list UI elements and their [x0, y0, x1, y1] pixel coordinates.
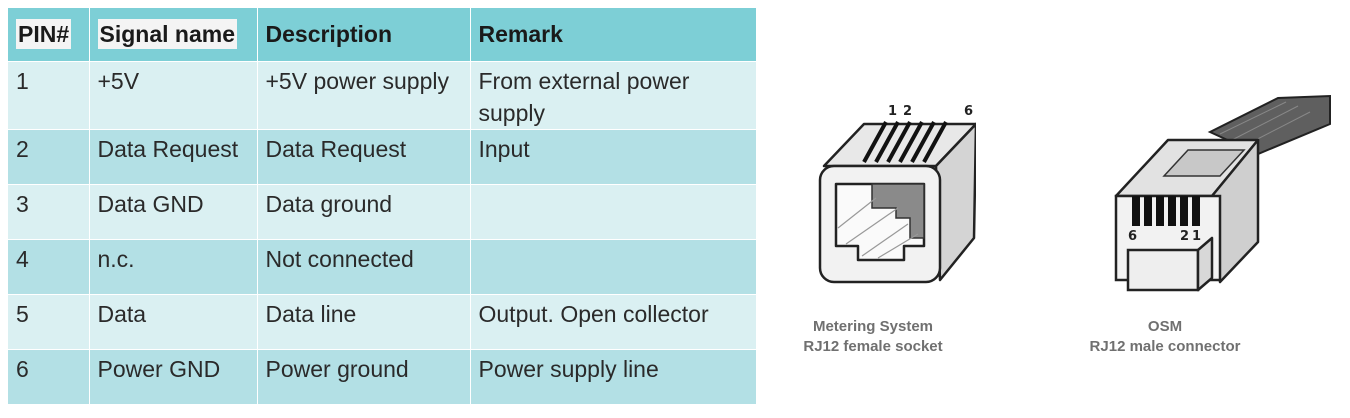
- cell-signal-name: Data: [89, 294, 258, 350]
- cell-description: Data line: [257, 294, 471, 350]
- cell-pin: 3: [8, 184, 90, 240]
- cell-signal-name: Data GND: [89, 184, 258, 240]
- header-pin: PIN#: [8, 8, 90, 62]
- table-row: 1 +5V +5V power supply From external pow…: [8, 61, 756, 130]
- header-signal-name: Signal name: [89, 8, 258, 62]
- female-pin-label-first: 1: [888, 104, 897, 119]
- cell-description: Data ground: [257, 184, 471, 240]
- cell-pin: 5: [8, 294, 90, 350]
- cell-signal-name: n.c.: [89, 239, 258, 295]
- female-socket-figure: 1 2 6: [806, 88, 976, 308]
- table-row: 5 Data Data line Output. Open collector: [8, 294, 756, 350]
- cell-pin: 6: [8, 349, 90, 405]
- cell-description: Power ground: [257, 349, 471, 405]
- header-remark: Remark: [470, 8, 756, 62]
- male-connector-drawing: 6 2 1: [1114, 94, 1331, 292]
- cell-description: Data Request: [257, 129, 471, 185]
- female-caption-line1: Metering System: [812, 318, 934, 335]
- male-caption-line2: RJ12 male connector: [1089, 338, 1241, 355]
- male-pin-label-last: 1: [1192, 229, 1201, 244]
- male-connector-caption: OSM RJ12 male connector: [1070, 317, 1260, 357]
- male-connector-figure: 6 2 1: [1108, 92, 1338, 302]
- cell-remark: [470, 239, 756, 295]
- female-pin-label-last: 6: [964, 104, 973, 119]
- female-socket-pins: [862, 121, 948, 163]
- female-socket-drawing: 1 2 6: [818, 104, 976, 284]
- cell-pin: 4: [8, 239, 90, 295]
- cell-remark: Output. Open collector: [470, 294, 756, 350]
- table-header-row: PIN# Signal name Description Remark: [8, 8, 756, 62]
- cell-signal-name: +5V: [89, 61, 258, 130]
- female-socket-caption: Metering System RJ12 female socket: [788, 317, 958, 357]
- male-caption-line1: OSM: [1147, 318, 1183, 335]
- table-row: 4 n.c. Not connected: [8, 239, 756, 295]
- cell-pin: 1: [8, 61, 90, 130]
- table-row: 3 Data GND Data ground: [8, 184, 756, 240]
- cell-remark: [470, 184, 756, 240]
- pin-table: PIN# Signal name Description Remark 1 +5…: [8, 8, 756, 405]
- cell-remark: Power supply line: [470, 349, 756, 405]
- cell-remark: From external power supply: [470, 61, 756, 130]
- header-description: Description: [257, 8, 471, 62]
- male-connector-pins: [1132, 196, 1200, 226]
- female-socket-interior-lines: [837, 197, 919, 259]
- female-pin-label-second: 2: [903, 104, 912, 119]
- table-row: 2 Data Request Data Request Input: [8, 129, 756, 185]
- cell-signal-name: Data Request: [89, 129, 258, 185]
- cell-remark: Input: [470, 129, 756, 185]
- female-caption-line2: RJ12 female socket: [803, 338, 943, 355]
- male-pin-label-first: 6: [1128, 229, 1137, 244]
- cell-description: +5V power supply: [257, 61, 471, 130]
- cell-description: Not connected: [257, 239, 471, 295]
- table-row: 6 Power GND Power ground Power supply li…: [8, 349, 756, 405]
- cell-signal-name: Power GND: [89, 349, 258, 405]
- cell-pin: 2: [8, 129, 90, 185]
- male-pin-label-second: 2: [1180, 229, 1189, 244]
